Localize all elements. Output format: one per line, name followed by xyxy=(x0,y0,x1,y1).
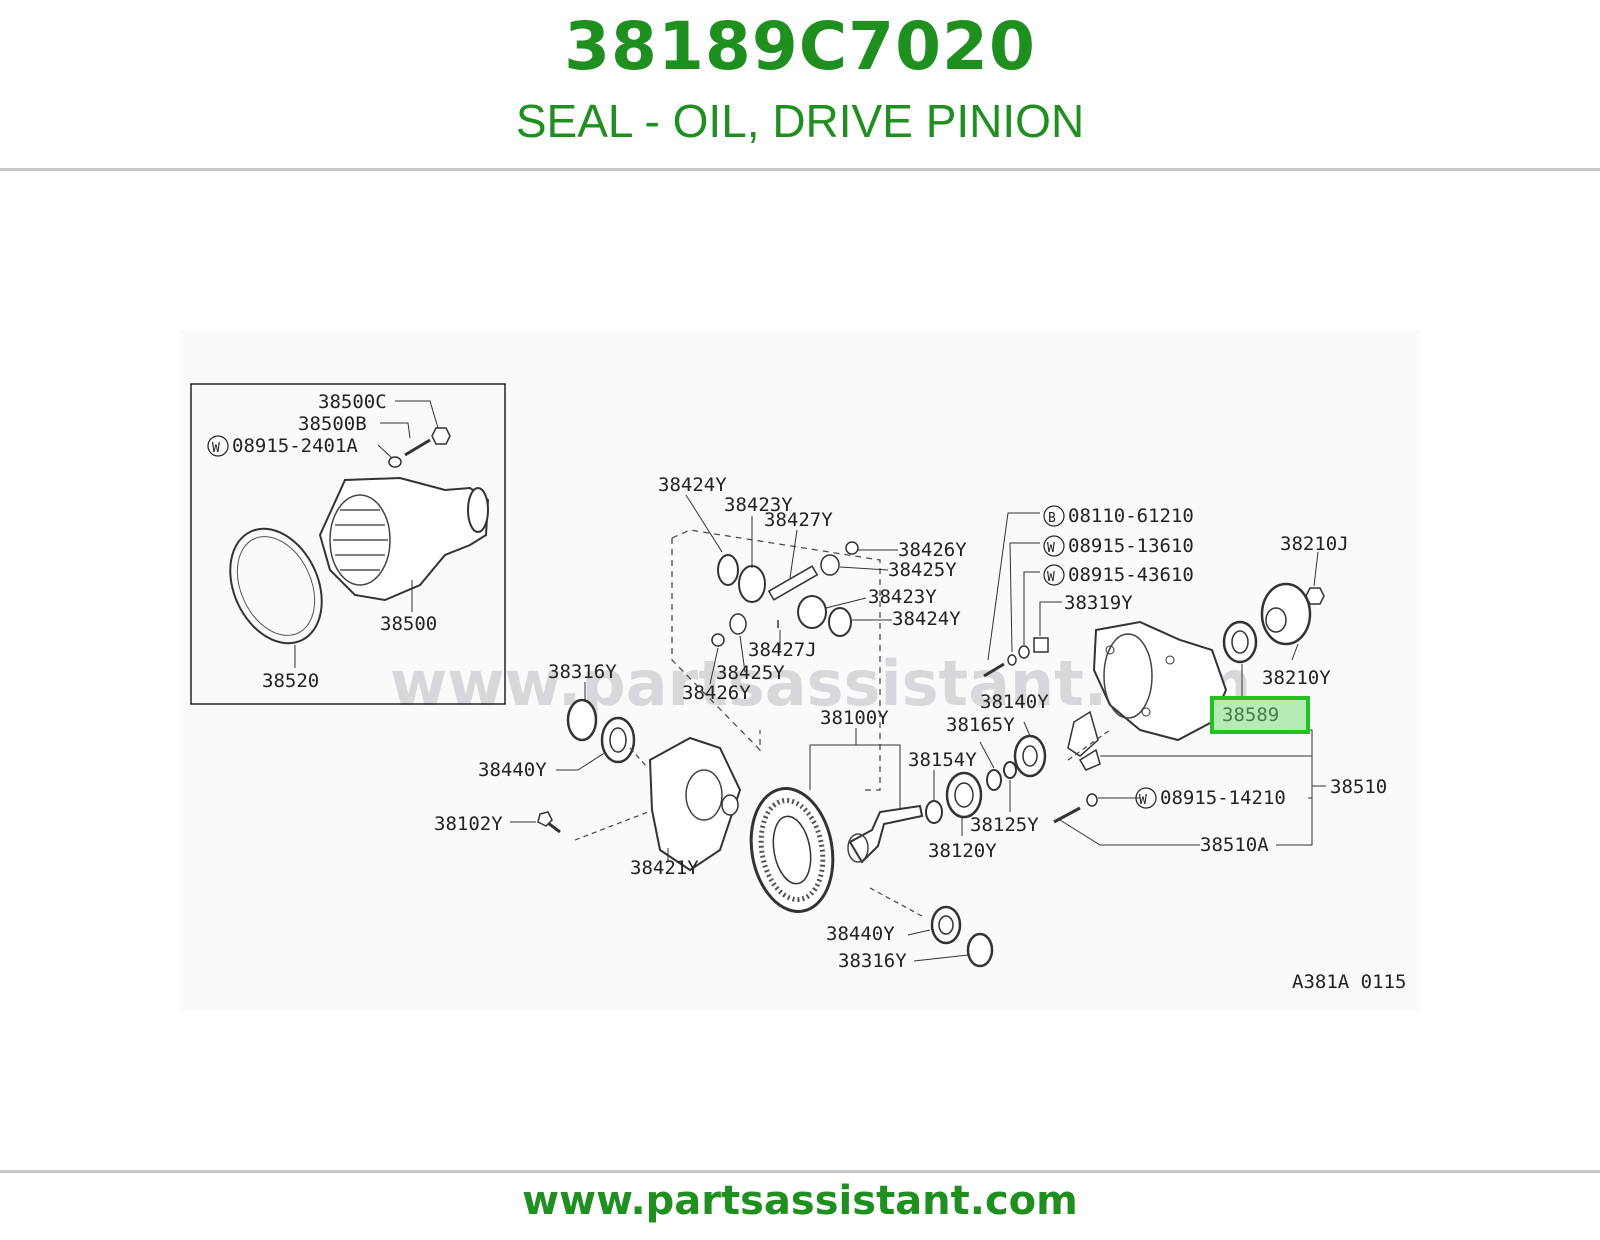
svg-text:W: W xyxy=(212,441,220,456)
label-38425y-right: 38425Y xyxy=(888,559,957,581)
side-bearing-race-shape xyxy=(566,698,598,742)
drive-pinion-oil-seal-shape xyxy=(1222,620,1258,664)
highlighted-part-label: 38589 xyxy=(1222,704,1279,726)
part-description: SEAL - OIL, DRIVE PINION xyxy=(515,95,1085,147)
flange-nut-shape xyxy=(1305,587,1325,605)
label-38125y: 38125Y xyxy=(970,814,1039,836)
pinion-shaft-shape xyxy=(767,565,819,601)
carrier-assembly: B W W W 08110-61210 08915-13610 08915-43… xyxy=(983,505,1387,856)
washer-symbol-icon xyxy=(1043,535,1065,557)
footer-website-link[interactable]: www.partsassistant.com xyxy=(522,1178,1078,1224)
thrust-washer-shape xyxy=(717,554,739,586)
rear-pinion-bearing-shape xyxy=(945,771,983,819)
diff-internals: 38424Y 38423Y 38427Y 38426Y 38425Y 38423… xyxy=(658,474,967,791)
part-number-title: 38189C7020 xyxy=(564,8,1036,85)
washer-symbol-icon xyxy=(207,435,229,457)
label-38424y-top: 38424Y xyxy=(658,474,727,496)
washer-symbol-icon xyxy=(1135,787,1157,809)
label-08915-13610: 08915-13610 xyxy=(1068,535,1194,557)
svg-text:W: W xyxy=(1139,793,1147,808)
label-38210y: 38210Y xyxy=(1262,667,1331,689)
ring-pinion-gear-set: 38100Y 38440Y 38316Y xyxy=(749,707,994,972)
label-38423y-right: 38423Y xyxy=(868,586,937,608)
page-header: 38189C7020 SEAL - OIL, DRIVE PINION xyxy=(0,0,1600,170)
label-38440y-left: 38440Y xyxy=(478,759,547,781)
front-pinion-bearing-shape xyxy=(1013,734,1047,778)
label-38426y-right: 38426Y xyxy=(898,539,967,561)
label-38210j: 38210J xyxy=(1280,533,1349,555)
label-38165y: 38165Y xyxy=(946,714,1015,736)
label-38426y-left: 38426Y xyxy=(682,682,751,704)
svg-text:W: W xyxy=(1047,541,1055,556)
lower-bearing-shape xyxy=(930,905,962,945)
diff-case-assembly: 38316Y 38440Y 38102Y 38421Y xyxy=(434,661,742,879)
label-38319y: 38319Y xyxy=(1064,592,1133,614)
inset-label-38500b: 38500B xyxy=(298,413,367,435)
label-08110-61210: 08110-61210 xyxy=(1068,505,1194,527)
label-38140y: 38140Y xyxy=(980,691,1049,713)
figure-code: A381A 0115 xyxy=(1292,971,1406,993)
inset-assembly: 38500C 38500B W 08915-2401A 38500 38520 xyxy=(190,383,506,705)
inset-label-38500: 38500 xyxy=(380,613,437,635)
label-38510: 38510 xyxy=(1330,776,1387,798)
svg-text:W: W xyxy=(1047,570,1055,585)
label-08915-43610: 08915-43610 xyxy=(1068,564,1194,586)
label-38421y: 38421Y xyxy=(630,857,699,879)
label-08915-14210: 08915-14210 xyxy=(1160,787,1286,809)
inset-label-38520: 38520 xyxy=(262,670,319,692)
pinion-bearing-stack: 38154Y 38165Y 38140Y 38125Y 38120Y xyxy=(908,691,1049,862)
label-38424y-right: 38424Y xyxy=(892,608,961,630)
gasket-shape xyxy=(229,527,323,645)
washer-symbol-icon xyxy=(1043,564,1065,586)
label-38316y-bottom: 38316Y xyxy=(838,950,907,972)
lower-race-shape xyxy=(966,932,994,968)
inset-frame xyxy=(190,383,506,705)
inset-label-38500c: 38500C xyxy=(318,391,387,413)
pinion-mate-gear-shape xyxy=(738,565,766,603)
label-38440y-bottom: 38440Y xyxy=(826,923,895,945)
diff-case-shape xyxy=(648,736,742,872)
highlighted-part-callout[interactable]: 38589 xyxy=(1210,696,1310,734)
header-divider xyxy=(0,168,1600,171)
label-38316y-left: 38316Y xyxy=(548,661,617,683)
label-38427y: 38427Y xyxy=(764,509,833,531)
footer-divider xyxy=(0,1170,1600,1173)
label-38120y: 38120Y xyxy=(928,840,997,862)
highlight-box[interactable] xyxy=(1210,696,1310,734)
label-38423y-top: 38423Y xyxy=(724,494,793,516)
label-38427j: 38427J xyxy=(748,639,817,661)
label-38510a: 38510A xyxy=(1200,834,1269,856)
bolt-symbol-icon xyxy=(1043,505,1065,527)
side-bearing-shape xyxy=(600,716,636,764)
label-38100y: 38100Y xyxy=(820,707,889,729)
inset-label-08915-2401a: 08915-2401A xyxy=(232,435,358,457)
label-38102y: 38102Y xyxy=(434,813,503,835)
label-38154y: 38154Y xyxy=(908,749,977,771)
svg-text:B: B xyxy=(1048,511,1056,526)
label-38425y-left: 38425Y xyxy=(716,662,785,684)
